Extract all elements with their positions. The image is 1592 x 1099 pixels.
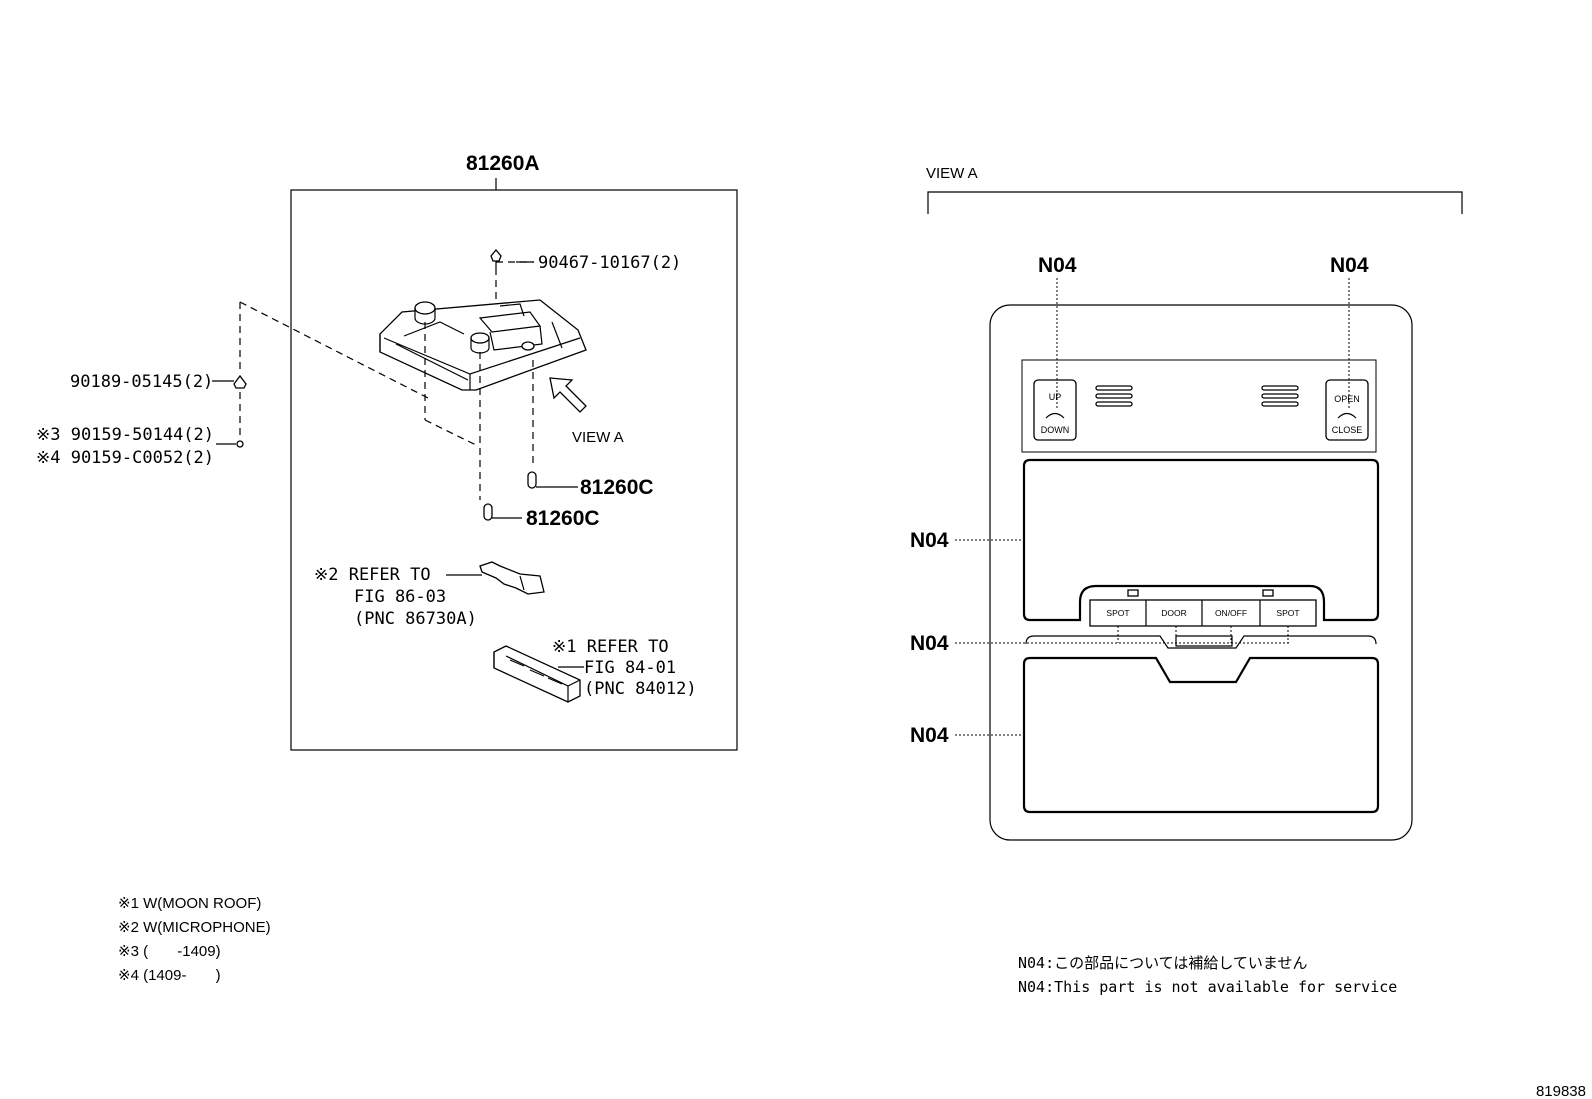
view-a-group: VIEW A UP DOWN OPEN CLOSE: [910, 165, 1463, 841]
screw-part-number: 90189-05145(2): [70, 372, 213, 392]
sunroof-tilt-switch[interactable]: [1033, 379, 1077, 441]
callout-n04-buttons: N04: [910, 632, 949, 655]
bulb-icon: [527, 471, 537, 489]
down-label: DOWN: [1041, 425, 1070, 435]
screw-icon: [233, 374, 247, 389]
spot-left-lamp-icon: [1127, 589, 1139, 597]
bolt-part-number: 90467-10167(2): [538, 253, 681, 273]
door-button[interactable]: DOOR: [1161, 608, 1187, 618]
alt-screw-1-part-number: ※3 90159-50144(2): [36, 425, 214, 445]
slide-arrow-icon: [1337, 412, 1357, 419]
switch-ref-line-3: (PNC 84012): [584, 679, 697, 699]
assembly-group: 81260A 90467-10167(2): [36, 152, 738, 751]
switch-ref-line-2: FIG 84-01: [584, 658, 676, 678]
note-4: ※4 (1409- ): [118, 967, 221, 984]
mic-ref-line-2: FIG 86-03: [354, 587, 446, 607]
notes: ※1 W(MOON ROOF) ※2 W(MICROPHONE) ※3 ( -1…: [118, 895, 271, 984]
mic-ref-line-3: (PNC 86730A): [354, 609, 477, 629]
callout-n04-top-right: N04: [1330, 254, 1369, 277]
footnote-japanese: N04:この部品については補給していません: [1018, 954, 1307, 972]
up-label: UP: [1049, 392, 1062, 402]
assembly-frame: [290, 189, 738, 751]
mic-ref-line-1: ※2 REFER TO: [314, 565, 431, 585]
tilt-arrow-icon: [1045, 412, 1065, 419]
spot-left-button[interactable]: SPOT: [1106, 608, 1129, 618]
open-label: OPEN: [1334, 394, 1360, 404]
vent-right-icon: [1261, 385, 1299, 407]
assembly-label: 81260A: [466, 152, 540, 175]
alt-screw-2-part-number: ※4 90159-C0052(2): [36, 448, 214, 468]
upper-lens: [1022, 458, 1380, 622]
switch-panel: [1021, 359, 1377, 453]
callout-n04-lower-lens: N04: [910, 724, 949, 747]
bulb-1-part-number: 81260C: [580, 476, 654, 499]
bulb-icon: [483, 503, 493, 521]
callout-n04-top-left: N04: [1038, 254, 1077, 277]
note-3: ※3 ( -1409): [118, 943, 221, 960]
on-off-button[interactable]: ON/OFF: [1215, 608, 1247, 618]
view-arrow-icon: [549, 377, 587, 413]
lower-lens: [1022, 656, 1380, 814]
button-strip: [1089, 599, 1317, 627]
small-screw-icon: [236, 440, 244, 448]
spot-right-lamp-icon: [1262, 589, 1274, 597]
switch-ref-line-1: ※1 REFER TO: [552, 637, 669, 657]
sunroof-slide-switch[interactable]: [1325, 379, 1369, 441]
callout-n04-upper-lens: N04: [910, 529, 949, 552]
note-1: ※1 W(MOON ROOF): [118, 895, 261, 912]
footnote-english: N04:This part is not available for servi…: [1018, 978, 1397, 996]
figure-id: 819838: [1536, 1083, 1586, 1099]
bolt-icon: [490, 248, 502, 268]
close-label: CLOSE: [1332, 425, 1363, 435]
bulb-2-part-number: 81260C: [526, 507, 600, 530]
microphone-icon: [479, 561, 545, 595]
spot-right-button[interactable]: SPOT: [1276, 608, 1299, 618]
console-housing-icon: [379, 299, 587, 391]
note-2: ※2 W(MICROPHONE): [118, 919, 271, 936]
view-a-title: VIEW A: [926, 165, 978, 182]
switch-unit-icon: [493, 645, 581, 703]
vent-left-icon: [1095, 385, 1133, 407]
console-outline: [989, 304, 1413, 841]
view-a-bracket: [927, 191, 1463, 214]
view-a-pointer-label: VIEW A: [572, 429, 624, 446]
